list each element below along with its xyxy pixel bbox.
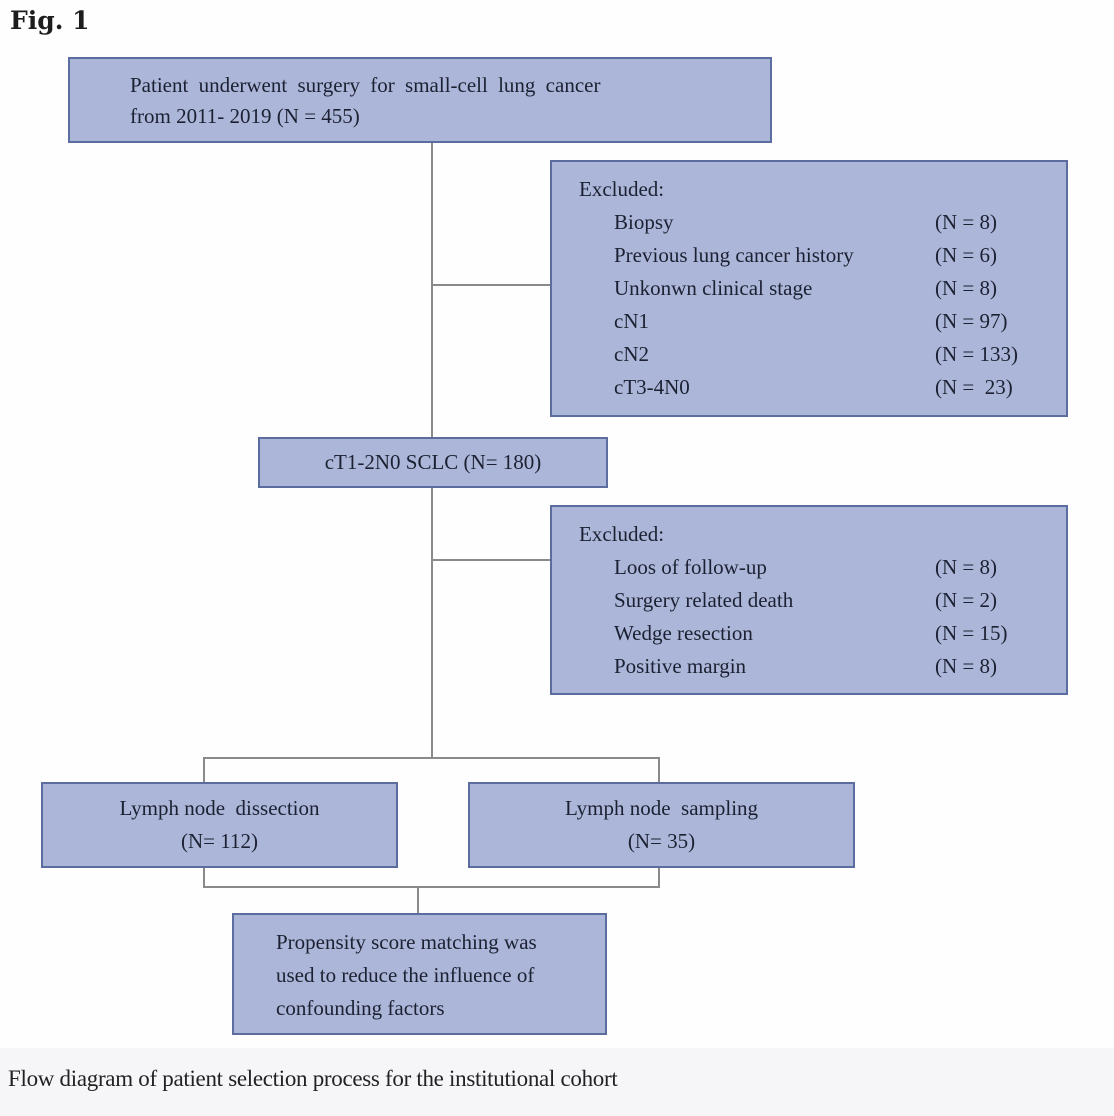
exclusion-item-count: (N = 15) [935, 621, 1008, 645]
psm-box-line3: confounding factors [276, 996, 445, 1020]
exclusion-item-label: Loos of follow-up [614, 555, 767, 579]
psm-box-line2: used to reduce the influence of [276, 963, 535, 987]
exclusion-item-count: (N = 133) [935, 342, 1018, 366]
exclusion-item-count: (N = 23) [935, 375, 1013, 399]
exclusion-item-label: cN1 [614, 309, 649, 333]
stage-box: cT1-2N0 SCLC (N= 180) [258, 437, 608, 488]
exclusion-item: Loos of follow-up (N = 8) [579, 551, 1066, 584]
dissection-box: Lymph node dissection (N= 112) [41, 782, 398, 868]
figure-label: Fig. 1 [10, 6, 90, 35]
exclusion-item-label: Surgery related death [614, 588, 794, 612]
cohort-box-line1: Patient underwent surgery for small-cell… [130, 73, 601, 97]
exclusion-box-2: Excluded: Loos of follow-up (N = 8) Surg… [550, 505, 1068, 695]
exclusion-item: Biopsy (N = 8) [579, 206, 1066, 239]
exclusion-item-count: (N = 8) [935, 654, 997, 678]
psm-box: Propensity score matching was used to re… [232, 913, 607, 1035]
exclusion-item-label: cN2 [614, 342, 649, 366]
exclusion-title: Excluded: [579, 177, 665, 201]
connector-exclusion2 [432, 559, 550, 561]
exclusion-item: cT3-4N0 (N = 23) [579, 371, 1066, 404]
exclusion-item-count: (N = 6) [935, 243, 997, 267]
dissection-box-line1: Lymph node dissection [119, 796, 320, 820]
dissection-box-line2: (N= 112) [181, 829, 258, 853]
exclusion-item-label: Wedge resection [614, 621, 753, 645]
sampling-box-line1: Lymph node sampling [564, 796, 759, 820]
exclusion-item-count: (N = 8) [935, 555, 997, 579]
connector-merge-drop [417, 886, 419, 914]
connector-merge-bottom [203, 886, 660, 888]
connector-spine-top [431, 143, 433, 437]
connector-spine-middle [431, 488, 433, 757]
connector-exclusion1 [432, 284, 550, 286]
exclusion-item-count: (N = 8) [935, 276, 997, 300]
sampling-box: Lymph node sampling (N= 35) [468, 782, 855, 868]
cohort-box: Patient underwent surgery for small-cell… [68, 57, 772, 143]
exclusion-item-count: (N = 2) [935, 588, 997, 612]
psm-box-line1: Propensity score matching was [276, 930, 537, 954]
exclusion-title: Excluded: [579, 522, 665, 546]
exclusion-item-label: Unkonwn clinical stage [614, 276, 813, 300]
exclusion-item-count: (N = 8) [935, 210, 997, 234]
exclusion-box-1: Excluded: Biopsy (N = 8) Previous lung c… [550, 160, 1068, 417]
exclusion-item-label: Biopsy [614, 210, 674, 234]
exclusion-item-count: (N = 97) [935, 309, 1008, 333]
figure-caption: Flow diagram of patient selection proces… [8, 1066, 618, 1091]
exclusion-item-label: Positive margin [614, 654, 747, 678]
exclusion-item: cN2 (N = 133) [579, 338, 1066, 371]
exclusion-item-label: Previous lung cancer history [614, 243, 854, 267]
exclusion-item: Previous lung cancer history (N = 6) [579, 239, 1066, 272]
sampling-box-line2: (N= 35) [627, 829, 696, 853]
exclusion-item: cN1 (N = 97) [579, 305, 1066, 338]
exclusion-item-label: cT3-4N0 [614, 375, 690, 399]
connector-split-top [203, 757, 660, 759]
exclusion-item: Wedge resection (N = 15) [579, 617, 1066, 650]
cohort-box-line2: from 2011- 2019 (N = 455) [130, 104, 360, 128]
exclusion-item: Unkonwn clinical stage (N = 8) [579, 272, 1066, 305]
exclusion-item: Surgery related death (N = 2) [579, 584, 1066, 617]
exclusion-item: Positive margin (N = 8) [579, 650, 1066, 683]
caption-strip: Flow diagram of patient selection proces… [0, 1048, 1114, 1116]
